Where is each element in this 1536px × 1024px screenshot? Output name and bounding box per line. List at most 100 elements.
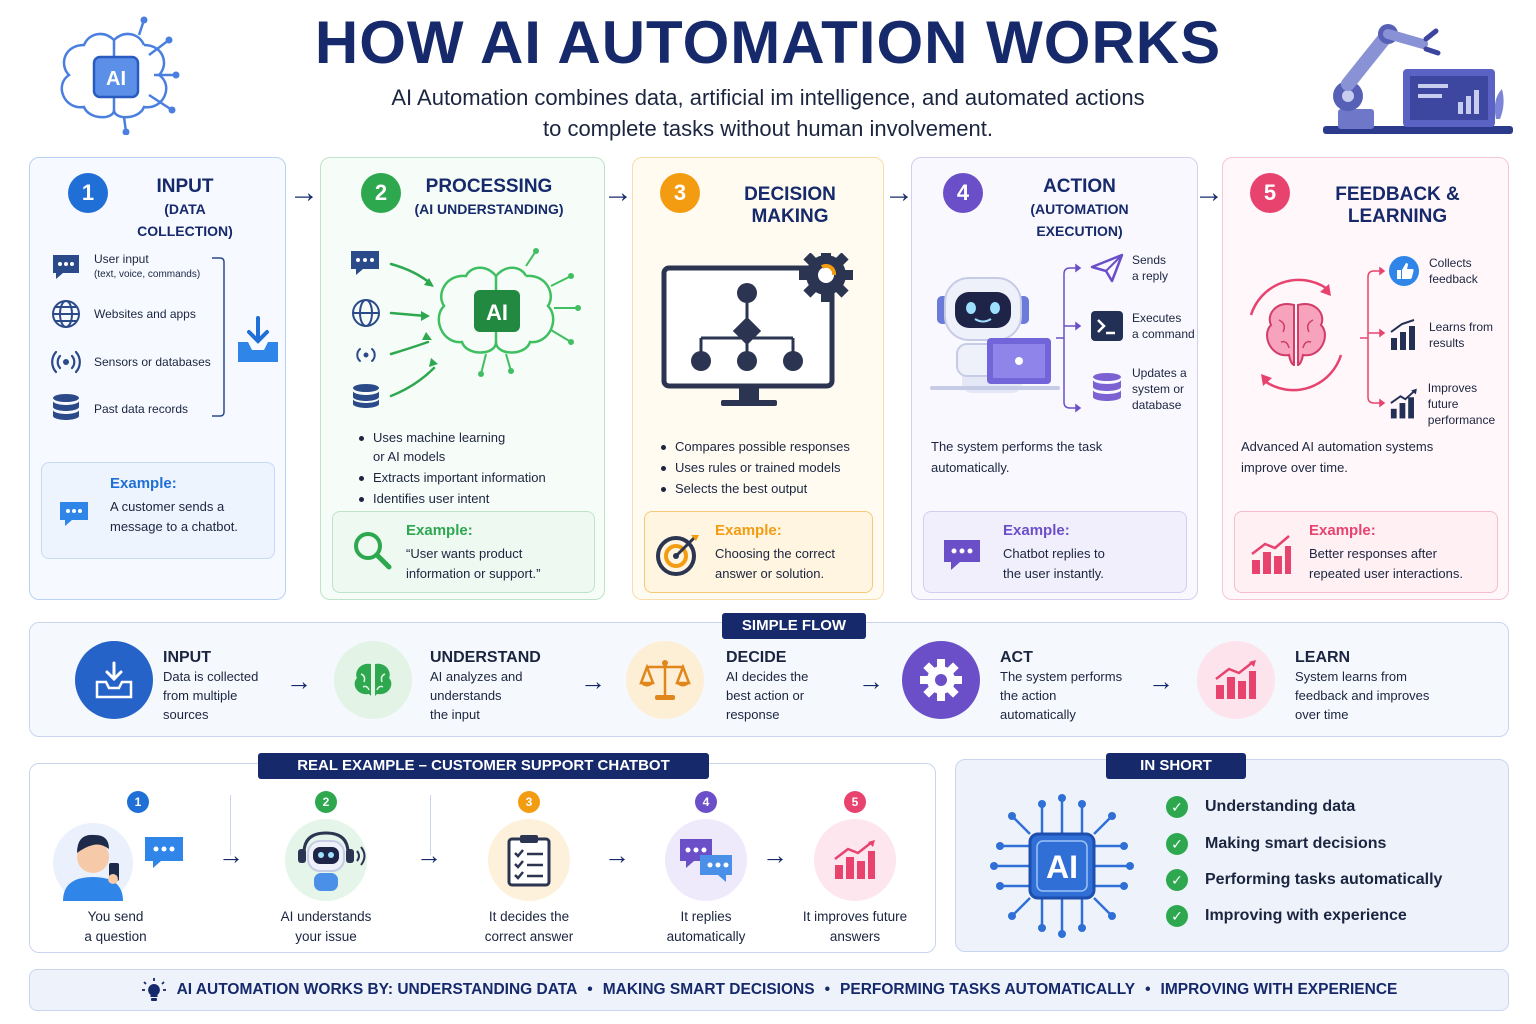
branch-bracket-icon — [1056, 263, 1082, 413]
arrow-right-icon: → — [289, 176, 319, 209]
arrow-right-icon: → — [580, 666, 606, 696]
example-line: “User wants product — [406, 546, 523, 561]
in-short-item: ✓Performing tasks automatically — [1166, 869, 1442, 891]
example-line: information or support.” — [406, 566, 541, 581]
real-step-line: You send — [87, 909, 144, 924]
step-title: INPUT (DATA COLLECTION) — [115, 176, 255, 242]
person-phone-icon — [53, 823, 183, 901]
flow-desc-line: understands — [430, 688, 502, 703]
gear-icon — [920, 659, 962, 701]
footer-separator: • — [587, 981, 593, 998]
flow-title: INPUT — [163, 649, 211, 666]
decision-tree-monitor-icon — [661, 253, 853, 406]
flow-desc-line: The system performs — [1000, 669, 1123, 684]
clipboard-checklist-icon — [507, 835, 551, 887]
example-line: A customer sends a — [110, 499, 225, 514]
example-text: “User wants product information or suppor… — [406, 544, 540, 584]
list-item: Past data records — [50, 392, 188, 426]
flow-icon-circle — [626, 641, 704, 719]
in-short-item: ✓ Making smart decisions — [1166, 833, 1386, 855]
item-label: Learns from — [1429, 320, 1494, 334]
check-icon: ✓ — [1166, 905, 1188, 927]
example-line: message to a chatbot. — [110, 519, 238, 534]
check-icon: ✓ — [1166, 833, 1188, 855]
item-label: Past data records — [94, 402, 189, 416]
flow-title: LEARN — [1295, 649, 1351, 666]
flow-desc-line: Data is collected — [163, 669, 259, 684]
step-number-badge: 3 — [518, 791, 540, 813]
real-step-line: answers — [829, 929, 881, 944]
in-short-text: Improving with experience — [1205, 907, 1407, 924]
flow-icon-circle — [334, 641, 412, 719]
bullet-item: Identifies user intent — [359, 489, 546, 508]
example-heading: Example: — [1309, 522, 1376, 539]
flow-desc-line: best action or — [726, 688, 805, 703]
robot-arm-laptop-icon — [1323, 24, 1513, 134]
description-line: improve over time. — [1241, 460, 1348, 475]
globe-icon — [52, 300, 80, 328]
example-line: repeated user interactions. — [1309, 566, 1463, 581]
real-step-line: AI understands — [280, 909, 372, 924]
flow-desc-line: the action — [1000, 688, 1057, 703]
send-icon — [1090, 253, 1124, 283]
arrow-right-icon: → — [858, 666, 884, 696]
arrow-right-icon: → — [1194, 176, 1224, 209]
magnifier-icon — [354, 532, 392, 570]
step-number-badge: 5 — [844, 791, 866, 813]
step-decision-making: 3 DECISION MAKING Compares possible resp… — [632, 157, 884, 600]
example-line: the user instantly. — [1003, 566, 1104, 581]
in-short-tag: IN SHORT — [1106, 753, 1246, 779]
footer-point: MAKING SMART DECISIONS — [602, 981, 815, 998]
flow-title: DECIDE — [726, 649, 787, 666]
lightbulb-icon — [141, 978, 166, 1001]
step-number-badge: 1 — [127, 791, 149, 813]
real-step-icon-circle — [814, 819, 896, 901]
arrow-right-icon: → — [762, 840, 788, 870]
item-label: Sends — [1132, 253, 1167, 267]
in-short-text: Understanding data — [1205, 798, 1356, 815]
thumbs-up-icon — [1389, 256, 1419, 286]
example-line: Chatbot replies to — [1003, 546, 1105, 561]
list-item: Websites and apps — [50, 298, 196, 330]
flow-desc-line: AI analyzes and — [430, 669, 523, 684]
step-number-badge: 1 — [68, 173, 108, 213]
subtitle-line-2: to complete tasks without human involvem… — [542, 116, 993, 141]
item-label: Collects — [1429, 256, 1472, 270]
real-step-line: It replies — [680, 909, 732, 924]
example-box: Example: A customer sends a message to a … — [41, 462, 275, 559]
item-label: system or — [1132, 382, 1185, 396]
bullet-list: Compares possible responses Uses rules o… — [659, 437, 850, 500]
robot-laptop-icon — [930, 277, 1060, 393]
database-icon — [53, 394, 79, 420]
real-step-line: It decides the — [488, 909, 570, 924]
arrow-right-icon: → — [1148, 666, 1174, 696]
in-short-text: Making smart decisions — [1205, 835, 1387, 852]
step-title: DECISION MAKING — [705, 184, 875, 228]
footer-point: PERFORMING TASKS AUTOMATICALLY — [840, 981, 1136, 998]
real-step-icon-circle — [285, 819, 367, 901]
example-heading: Example: — [110, 475, 177, 492]
item-label: a command — [1132, 327, 1195, 341]
step-title-text: FEEDBACK & LEARNING — [1335, 184, 1460, 227]
item-label: Updates a — [1132, 366, 1187, 380]
flow-desc: AI analyzes and understands the input — [430, 667, 541, 724]
item-label: Websites and apps — [94, 307, 196, 321]
item-label: Improves future — [1427, 381, 1478, 411]
flow-desc-line: the input — [430, 707, 480, 722]
inbox-download-icon — [238, 316, 278, 362]
arrow-right-icon: → — [218, 840, 244, 870]
